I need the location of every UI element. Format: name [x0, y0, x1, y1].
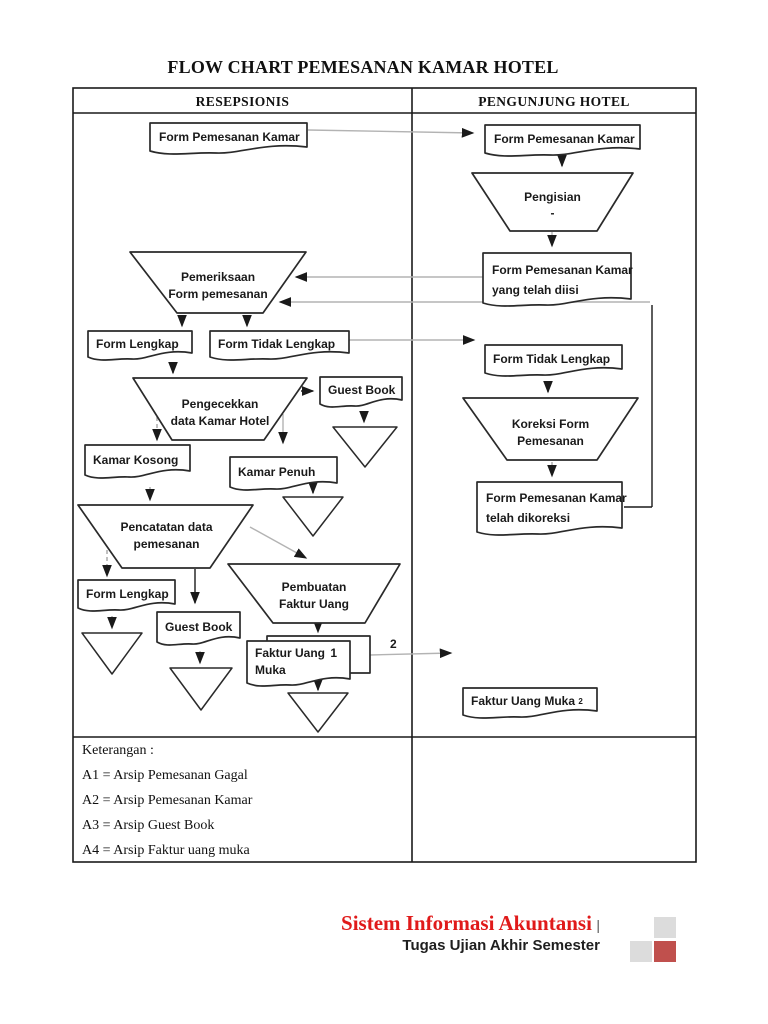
doc-form-tidak-lengkap-right [484, 344, 623, 377]
legend-item-a3: A3 = Arsip Guest Book [82, 818, 215, 833]
archive-triangle-form-lengkap [81, 632, 143, 675]
label-kamar-kosong: Kamar Kosong [93, 452, 179, 467]
label-pemeriksaan-1: Pemeriksaan [180, 270, 256, 284]
label-form-lengkap-1: Form Lengkap [96, 336, 179, 351]
doc-guest-book-2 [156, 611, 241, 646]
doc-form-dikoreksi [476, 481, 623, 536]
legend-item-a1: A1 = Arsip Pemesanan Gagal [82, 768, 248, 783]
legend: Keterangan : A1 = Arsip Pemesanan Gagal … [82, 738, 252, 863]
doc-form-lengkap-2 [77, 579, 176, 612]
doc-form-pemesanan-right [484, 124, 641, 157]
deco-square-gray-top [654, 917, 676, 938]
archive-triangle-faktur [287, 692, 349, 733]
footer-subtitle: Tugas Ujian Akhir Semester [402, 937, 600, 954]
label-pengisian-2: - [550, 206, 555, 220]
page-title: FLOW CHART PEMESANAN KAMAR HOTEL [167, 57, 559, 77]
column-header-resepsionis: RESEPSIONIS [195, 94, 290, 109]
doc-kamar-kosong [84, 444, 191, 479]
connector-label-copy2: 2 [390, 637, 397, 651]
archive-triangle-guestbook2 [169, 667, 233, 711]
label-form-pemesanan-left: Form Pemesanan Kamar [159, 129, 300, 144]
arrow-pencatatan-to-pembuatan [249, 526, 308, 559]
table-outline [72, 87, 697, 863]
shape-pembuatan [227, 563, 401, 624]
form-dikoreksi-line2: telah dikoreksi [486, 511, 571, 525]
label-pengecekan-1: Pengecekkan [181, 397, 259, 411]
connector-lines [102, 127, 653, 692]
faktur-line2: Muka [255, 663, 286, 677]
label-koreksi-2: Pemesanan [517, 434, 584, 448]
faktur-copy-number: 1 [330, 646, 337, 660]
archive-triangle-guestbook1 [332, 426, 398, 468]
label-form-lengkap-2: Form Lengkap [86, 586, 169, 601]
doc-faktur-uang-muka-2 [462, 687, 598, 719]
shape-pengecekan [132, 377, 308, 441]
doc-faktur-uang-muka-1 [246, 640, 351, 687]
label-form-pemesanan-right: Form Pemesanan Kamar [494, 131, 635, 146]
table-grid [72, 87, 697, 863]
label-form-tidak-lengkap-right: Form Tidak Lengkap [493, 351, 611, 366]
archive-symbols [81, 426, 398, 733]
label-guest-book-2: Guest Book [165, 619, 233, 634]
form-diisi-line2: yang telah diisi [492, 283, 579, 297]
arrow-form-to-visitor [307, 127, 475, 138]
doc-form-diisi [482, 252, 632, 307]
label-faktur-uang-muka-2: Faktur Uang Muka 2 [463, 688, 597, 715]
doc-kamar-penuh [229, 456, 338, 491]
label-form-dikoreksi: Form Pemesanan Kamar telah dikoreksi [486, 488, 627, 528]
column-header-pengunjung: PENGUNJUNG HOTEL [478, 94, 630, 109]
legend-item-a4: A4 = Arsip Faktur uang muka [82, 843, 250, 858]
label-koreksi-1: Koreksi Form [511, 417, 590, 431]
deco-square-red [654, 941, 676, 962]
label-pemeriksaan-2: Form pemesanan [168, 287, 268, 301]
label-pengecekan-2: data Kamar Hotel [170, 414, 270, 428]
doc-form-tidak-lengkap-left [209, 330, 350, 361]
flow-shapes [77, 122, 641, 719]
label-kamar-penuh: Kamar Penuh [238, 464, 316, 479]
doc-form-lengkap-1 [87, 330, 193, 361]
label-pencatatan-2: pemesanan [133, 537, 200, 551]
shape-pemeriksaan [129, 251, 307, 314]
shape-koreksi [462, 397, 639, 461]
faktur-muka-sup: 2 [578, 697, 583, 706]
shape-pencatatan [77, 504, 254, 569]
form-dikoreksi-line1: Form Pemesanan Kamar [486, 491, 627, 505]
label-pembuatan-2: Faktur Uang [278, 597, 349, 611]
label-pembuatan-1: Pembuatan [281, 580, 347, 594]
shape-pengisian [471, 172, 634, 232]
arrow-faktur-copy2-to-visitor [369, 648, 453, 659]
label-guest-book-1: Guest Book [328, 383, 396, 397]
label-pengisian-1: Pengisian [524, 190, 581, 204]
form-diisi-line1: Form Pemesanan Kamar [492, 263, 633, 277]
doc-form-pemesanan-left [149, 122, 308, 155]
legend-item-a2: A2 = Arsip Pemesanan Kamar [82, 793, 253, 808]
legend-heading: Keterangan : [82, 743, 154, 758]
label-faktur-uang-muka-1: Faktur Uang 1 Muka [247, 645, 350, 679]
label-form-diisi: Form Pemesanan Kamar yang telah diisi [492, 260, 633, 300]
deco-square-gray-bottom [630, 941, 652, 962]
archive-triangle-kamar-penuh [282, 496, 344, 537]
faktur-muka-text: Faktur Uang Muka [471, 694, 576, 708]
doc-guest-book-1 [319, 376, 403, 408]
faktur-line1: Faktur Uang [255, 646, 326, 660]
footer-separator: | [596, 917, 600, 933]
footer-title: Sistem Informasi Akuntansi [341, 911, 592, 935]
label-pencatatan-1: Pencatatan data [120, 520, 213, 534]
footer: Sistem Informasi Akuntansi | Tugas Ujian… [200, 911, 600, 954]
label-form-tidak-lengkap-left: Form Tidak Lengkap [218, 336, 336, 351]
